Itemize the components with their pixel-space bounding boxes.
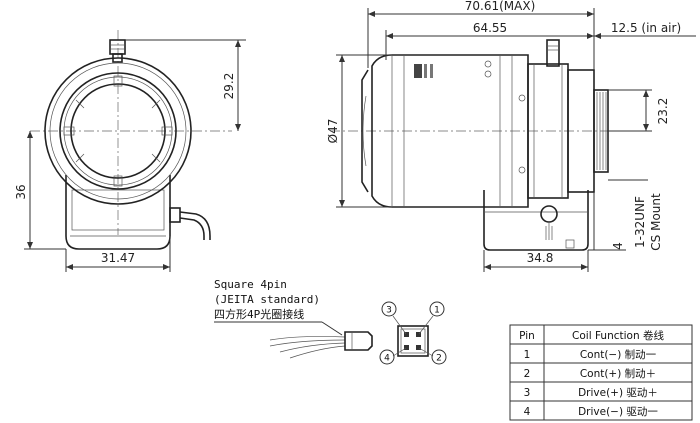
pin-callout-2: 2	[436, 354, 442, 364]
dim-front-lower: 36	[14, 184, 28, 199]
pin-table: Pin Coil Function 卷线 1 Cont(−) 制动一 2 Con…	[509, 324, 693, 421]
connector-label-1: Square 4pin	[214, 278, 287, 291]
dim-front-height: 29.2	[222, 73, 236, 100]
dim-diameter: Ø47	[326, 119, 340, 144]
table-row-4-function: Drive(−) 驱动一	[578, 406, 658, 418]
pin-callout-3: 3	[386, 306, 392, 316]
table-header-pin: Pin	[519, 330, 535, 342]
front-view: 29.2 36 31.47	[14, 30, 246, 272]
dim-mount-height: 23.2	[656, 98, 670, 125]
dim-back-focus: 12.5 (in air)	[611, 21, 681, 35]
mount-type-label: CS Mount	[649, 193, 663, 251]
table-row-3-function: Drive(+) 驱动＋	[578, 387, 658, 399]
connector-label-2: (JEITA standard)	[214, 293, 320, 306]
table-row-1-function: Cont(−) 制动一	[580, 348, 657, 361]
table-header-function: Coil Function 卷线	[572, 329, 664, 342]
table-row-2-function: Cont(+) 制动＋	[580, 367, 656, 380]
dim-side-offset: 4	[611, 242, 625, 250]
pin-callout-4: 4	[384, 354, 390, 364]
table-row-2-pin: 2	[524, 368, 531, 380]
table-row-1-pin: 1	[524, 349, 531, 361]
dim-front-width: 31.47	[101, 251, 135, 265]
mount-thread-label: 1-32UNF	[633, 196, 647, 248]
table-row-4-pin: 4	[524, 406, 531, 418]
dim-overall-length: 70.61(MAX)	[465, 0, 536, 13]
pin-callout-1: 1	[434, 306, 440, 316]
side-view: 70.61(MAX) 64.55 12.5 (in air) Ø47 23.2 …	[326, 0, 696, 272]
table-row-3-pin: 3	[524, 387, 531, 399]
connector-label-3: 四方形4P光圈接线	[214, 307, 304, 321]
connector-diagram: Square 4pin (JEITA standard) 四方形4P光圈接线 3…	[214, 278, 447, 365]
dim-body-length: 64.55	[473, 21, 507, 35]
dim-side-width: 34.8	[527, 251, 554, 265]
